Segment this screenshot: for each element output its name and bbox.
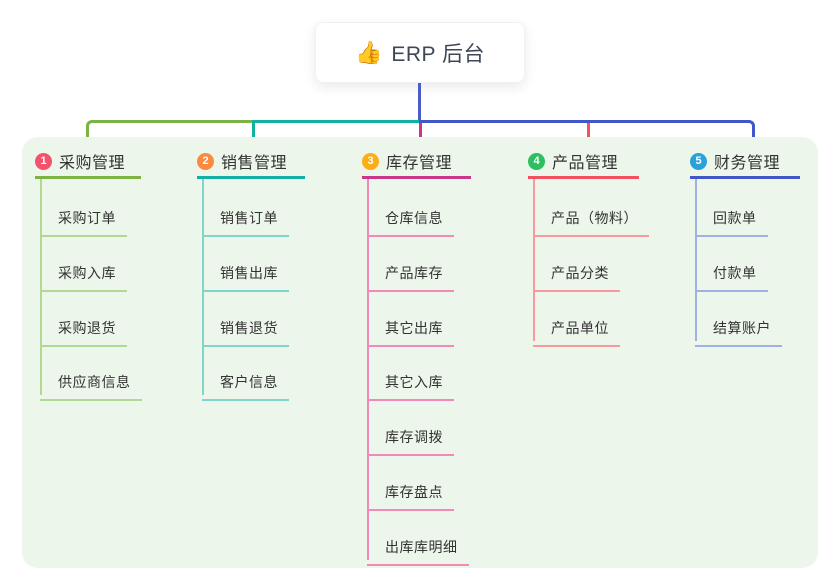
branches-panel <box>22 137 818 568</box>
subtopic[interactable]: 其它入库 <box>367 360 454 401</box>
subtopic[interactable]: 采购入库 <box>40 251 127 292</box>
subtopic[interactable]: 结算账户 <box>695 306 782 347</box>
branch-label: 采购管理 <box>59 155 126 172</box>
subtopic[interactable]: 出库库明细 <box>367 525 469 566</box>
subtopic[interactable]: 仓库信息 <box>367 196 454 237</box>
subtopic-label: 出库库明细 <box>385 539 458 555</box>
branch-tree-line <box>40 179 42 395</box>
subtopic-label: 客户信息 <box>220 374 278 390</box>
branch-tree-line <box>695 179 697 341</box>
branch-tree-line <box>202 179 204 395</box>
subtopic-label: 其它出库 <box>385 320 443 336</box>
branch-product: 4 产品管理 产品（物料） 产品分类 产品单位 <box>528 150 649 347</box>
connector-bus-right <box>419 120 755 147</box>
subtopic[interactable]: 销售退货 <box>202 306 289 347</box>
branch-tree-line <box>367 179 369 560</box>
branch-tree-line <box>533 179 535 341</box>
subtopic-label: 付款单 <box>713 265 757 281</box>
subtopic-label: 产品库存 <box>385 265 443 281</box>
thumbs-up-icon: 👍 <box>354 39 383 65</box>
subtopic[interactable]: 其它出库 <box>367 306 454 347</box>
subtopic[interactable]: 客户信息 <box>202 360 289 401</box>
branch-number-badge: 4 <box>528 152 545 170</box>
branch-label: 销售管理 <box>221 155 288 172</box>
subtopic-label: 产品单位 <box>551 320 609 336</box>
subtopic[interactable]: 供应商信息 <box>40 360 142 401</box>
subtopic-label: 产品分类 <box>551 265 609 281</box>
subtopic-label: 销售退货 <box>220 320 278 336</box>
subtopic-label: 采购订单 <box>58 210 116 226</box>
branch-sales: 2 销售管理 销售订单 销售出库 销售退货 客户信息 <box>197 150 305 401</box>
subtopic-label: 库存调拨 <box>385 429 443 445</box>
branch-number-badge: 1 <box>35 152 52 170</box>
branch-header-finance[interactable]: 5 财务管理 <box>690 150 800 179</box>
subtopic[interactable]: 产品库存 <box>367 251 454 292</box>
branch-header-procurement[interactable]: 1 采购管理 <box>35 150 141 179</box>
subtopic-label: 仓库信息 <box>385 210 443 226</box>
subtopic-label: 供应商信息 <box>58 374 131 390</box>
subtopic[interactable]: 产品（物料） <box>533 196 649 237</box>
connector-root-drop <box>418 83 421 121</box>
subtopic-label: 采购退货 <box>58 320 116 336</box>
subtopic[interactable]: 采购订单 <box>40 196 127 237</box>
subtopic-label: 库存盘点 <box>385 484 443 500</box>
branch-inventory: 3 库存管理 仓库信息 产品库存 其它出库 其它入库 库存调拨 库存盘点 出库库… <box>362 150 471 566</box>
branch-header-sales[interactable]: 2 销售管理 <box>197 150 305 179</box>
branch-number-badge: 5 <box>690 152 707 170</box>
connector-bus-mid <box>252 120 419 147</box>
branch-number-badge: 3 <box>362 152 379 170</box>
subtopic[interactable]: 库存调拨 <box>367 415 454 456</box>
connector-bus-left <box>86 120 252 147</box>
branch-header-inventory[interactable]: 3 库存管理 <box>362 150 471 179</box>
root-node[interactable]: 👍 ERP 后台 <box>315 22 525 83</box>
connector-stub-inventory <box>419 123 422 147</box>
branch-procurement: 1 采购管理 采购订单 采购入库 采购退货 供应商信息 <box>35 150 142 401</box>
subtopic[interactable]: 回款单 <box>695 196 768 237</box>
subtopic-label: 销售出库 <box>220 265 278 281</box>
subtopic[interactable]: 库存盘点 <box>367 470 454 511</box>
subtopic[interactable]: 产品单位 <box>533 306 620 347</box>
subtopic-label: 销售订单 <box>220 210 278 226</box>
subtopic-label: 产品（物料） <box>551 210 638 226</box>
subtopic[interactable]: 付款单 <box>695 251 768 292</box>
connector-stub-product <box>587 123 590 147</box>
branch-number-badge: 2 <box>197 152 214 170</box>
root-title: ERP 后台 <box>391 42 486 66</box>
subtopic-label: 结算账户 <box>713 320 771 336</box>
branch-label: 财务管理 <box>714 155 781 172</box>
subtopic-label: 回款单 <box>713 210 757 226</box>
subtopic-label: 其它入库 <box>385 374 443 390</box>
branch-label: 库存管理 <box>386 155 453 172</box>
subtopic[interactable]: 产品分类 <box>533 251 620 292</box>
subtopic[interactable]: 销售出库 <box>202 251 289 292</box>
branch-header-product[interactable]: 4 产品管理 <box>528 150 639 179</box>
branch-finance: 5 财务管理 回款单 付款单 结算账户 <box>690 150 800 347</box>
subtopic[interactable]: 采购退货 <box>40 306 127 347</box>
subtopic[interactable]: 销售订单 <box>202 196 289 237</box>
branch-label: 产品管理 <box>552 155 619 172</box>
subtopic-label: 采购入库 <box>58 265 116 281</box>
